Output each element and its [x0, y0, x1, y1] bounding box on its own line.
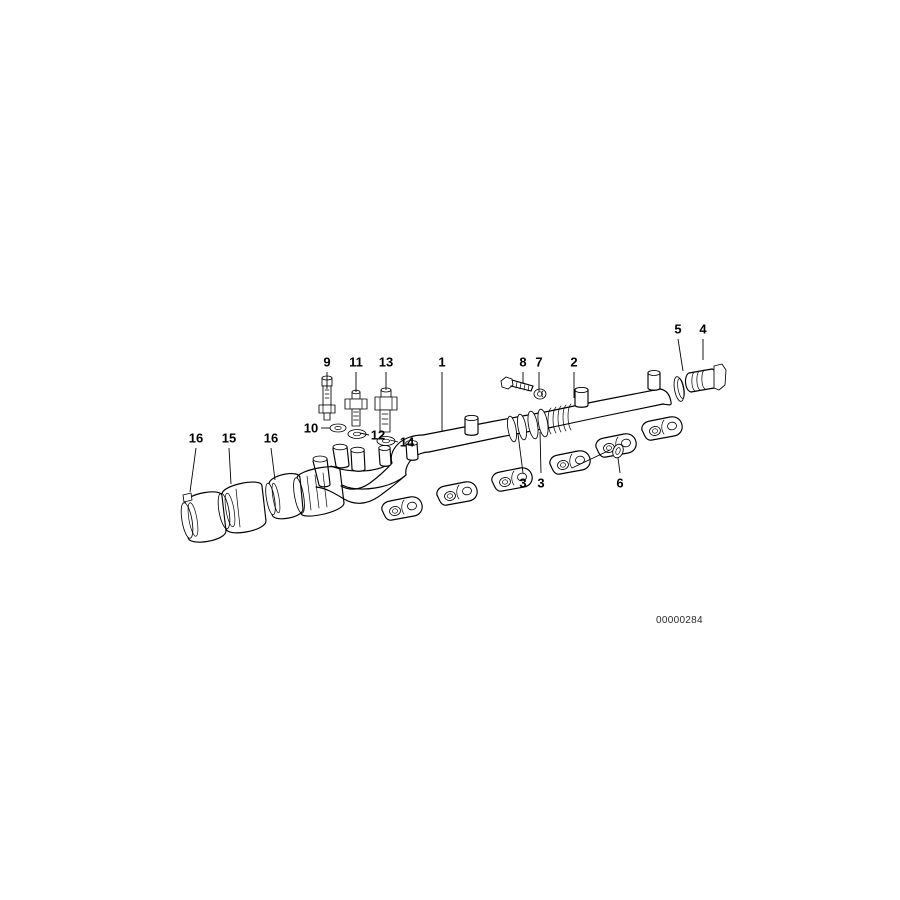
callout-label-1[interactable]: 1 — [438, 354, 446, 370]
hose-and-clamps — [180, 466, 345, 543]
callout-label-12[interactable]: 12 — [370, 427, 386, 443]
callout-label-7[interactable]: 7 — [535, 354, 543, 370]
callout-leader-lines — [189, 338, 704, 493]
sensor-9 — [318, 375, 347, 433]
pipe-left-bosses — [312, 440, 419, 488]
callout-label-11[interactable]: 11 — [349, 354, 363, 370]
callout-label-10[interactable]: 10 — [303, 420, 319, 436]
callout-label-16a[interactable]: 16 — [188, 430, 204, 446]
callout-label-3b[interactable]: 3 — [537, 475, 545, 491]
manifold-flanges — [381, 416, 683, 521]
right-end-connector — [673, 363, 727, 402]
oring-6 — [612, 443, 624, 459]
bolt-8-washer-7 — [500, 376, 547, 400]
callout-label-15[interactable]: 15 — [221, 430, 237, 446]
callout-label-9[interactable]: 9 — [323, 354, 331, 370]
callout-label-16b[interactable]: 16 — [263, 430, 279, 446]
pipe-top-bosses — [464, 370, 661, 436]
callout-label-8[interactable]: 8 — [519, 354, 527, 370]
diagram-id-text: 00000284 — [656, 615, 703, 626]
oring-stack-3 — [507, 403, 572, 443]
callout-label-13[interactable]: 13 — [378, 354, 394, 370]
sensor-13 — [374, 387, 398, 446]
callout-label-6[interactable]: 6 — [616, 475, 624, 491]
sensor-11 — [344, 389, 368, 439]
callout-label-14[interactable]: 14 — [399, 434, 415, 450]
callout-label-3a[interactable]: 3 — [519, 475, 527, 491]
callout-label-4[interactable]: 4 — [699, 321, 707, 337]
callout-label-5[interactable]: 5 — [674, 321, 682, 337]
callout-label-2[interactable]: 2 — [570, 354, 578, 370]
